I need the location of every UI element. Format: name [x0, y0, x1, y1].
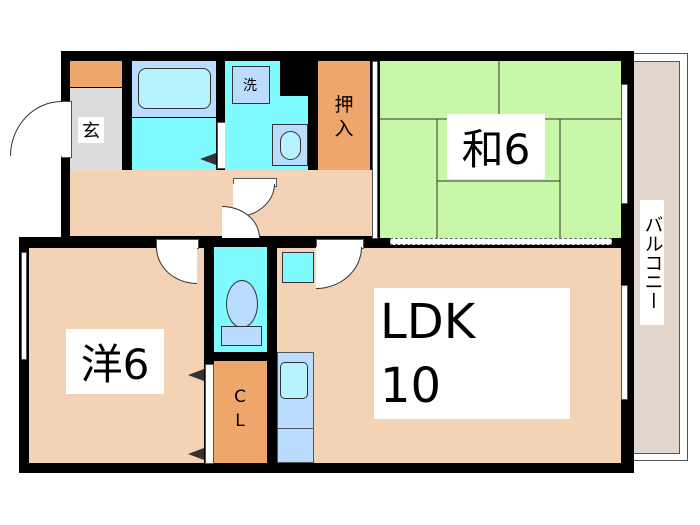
kitchen-sink	[280, 362, 308, 399]
washitsu-label: 和6	[447, 114, 545, 179]
youshitsu-window	[21, 252, 27, 360]
hallway	[70, 170, 372, 236]
bath-door-arrow	[200, 153, 216, 165]
ldk-label-line2: 10	[380, 357, 442, 414]
youshitsu-label: 洋6	[66, 329, 164, 394]
closet-label-line1: C	[234, 387, 246, 407]
washitsu-sliding-doors[interactable]	[390, 238, 612, 245]
entrance-shoe-cabinet	[70, 61, 122, 87]
oshiire-label: 押 入	[330, 92, 358, 142]
oshiire-label-line1: 押	[334, 94, 354, 116]
oshiire-closet	[318, 61, 370, 170]
closet	[214, 361, 267, 463]
front-door-opening	[61, 101, 72, 158]
toilet-tank	[221, 326, 262, 346]
ldk-window	[621, 285, 628, 400]
closet-label-line2: L	[235, 411, 245, 431]
front-door-swing[interactable]	[10, 101, 62, 156]
ldk-label-line1: LDK	[380, 293, 476, 350]
washitsu-window-east	[621, 84, 628, 204]
balcony-label: バルコニー	[640, 200, 664, 325]
washroom-wall-notch	[280, 61, 308, 96]
washbasin-bowl	[280, 131, 301, 160]
closet-door-arrow-top	[188, 369, 204, 381]
closet-door[interactable]	[205, 364, 214, 464]
washer-label: 洗	[243, 78, 257, 94]
refrigerator-space	[282, 252, 314, 283]
washing-machine	[232, 66, 270, 104]
bathtub	[138, 68, 211, 109]
washitsu-window-west	[372, 61, 378, 239]
kitchen-counter-divider	[277, 428, 314, 429]
toilet-bowl	[226, 280, 258, 328]
oshiire-label-line2: 入	[334, 118, 354, 140]
closet-door-arrow-bottom	[188, 448, 204, 460]
closet-label: C L	[228, 384, 252, 434]
entrance-label: 玄	[78, 117, 104, 143]
ldk-label: LDK 10	[374, 288, 570, 419]
